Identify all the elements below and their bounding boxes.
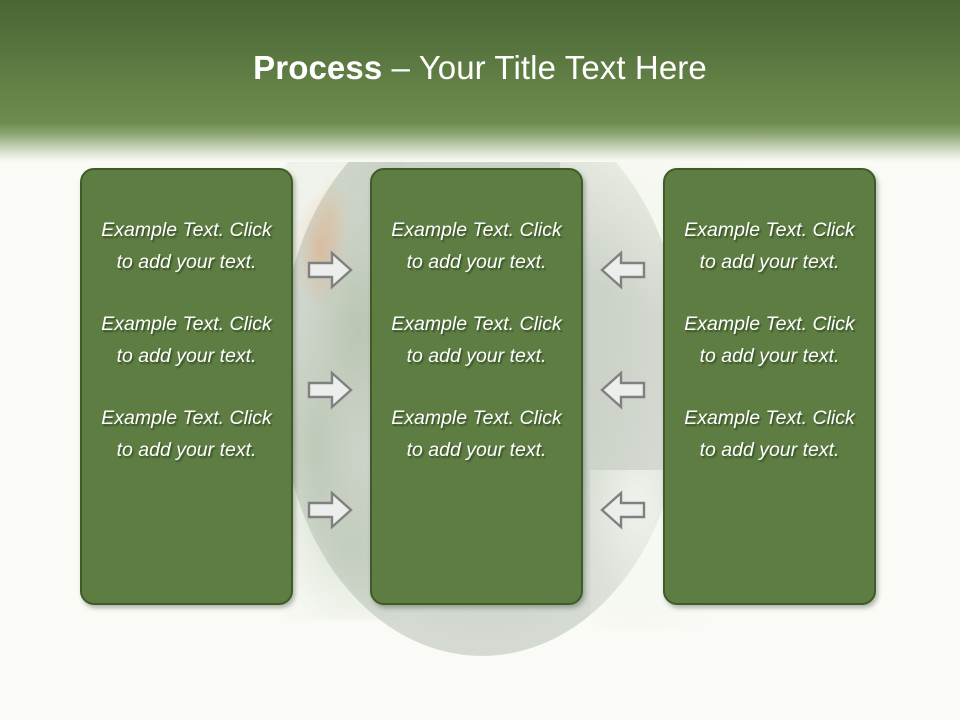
column-2-cell-2[interactable]: Example Text. Click to add your text. (391, 313, 562, 367)
arrow-right-icon-row-2 (307, 370, 353, 410)
column-2-cell-3[interactable]: Example Text. Click to add your text. (391, 407, 562, 461)
column-1-cell-2[interactable]: Example Text. Click to add your text. (101, 313, 272, 367)
page-title-bold: Process (253, 49, 383, 86)
arrow-left-icon-row-2 (600, 370, 646, 410)
arrow-left-icon-row-1 (600, 250, 646, 290)
column-3-cell-3[interactable]: Example Text. Click to add your text. (684, 407, 855, 461)
page-title-separator: – (382, 49, 419, 86)
page-title: Process – Your Title Text Here (0, 48, 960, 88)
process-column-2[interactable]: Example Text. Click to add your text. Ex… (370, 168, 583, 605)
process-column-3[interactable]: Example Text. Click to add your text. Ex… (663, 168, 876, 605)
column-2-cell-1[interactable]: Example Text. Click to add your text. (391, 219, 562, 273)
process-column-1[interactable]: Example Text. Click to add your text. Ex… (80, 168, 293, 605)
column-1-cell-1[interactable]: Example Text. Click to add your text. (101, 219, 272, 273)
arrow-right-icon-row-3 (307, 490, 353, 530)
header-band (0, 0, 960, 122)
arrow-right-icon-row-1 (307, 250, 353, 290)
column-1-cell-3[interactable]: Example Text. Click to add your text. (101, 407, 272, 461)
column-3-cell-1[interactable]: Example Text. Click to add your text. (684, 219, 855, 273)
page-title-rest: Your Title Text Here (418, 49, 707, 86)
arrow-left-icon-row-3 (600, 490, 646, 530)
header-fade (0, 122, 960, 162)
column-3-cell-2[interactable]: Example Text. Click to add your text. (684, 313, 855, 367)
